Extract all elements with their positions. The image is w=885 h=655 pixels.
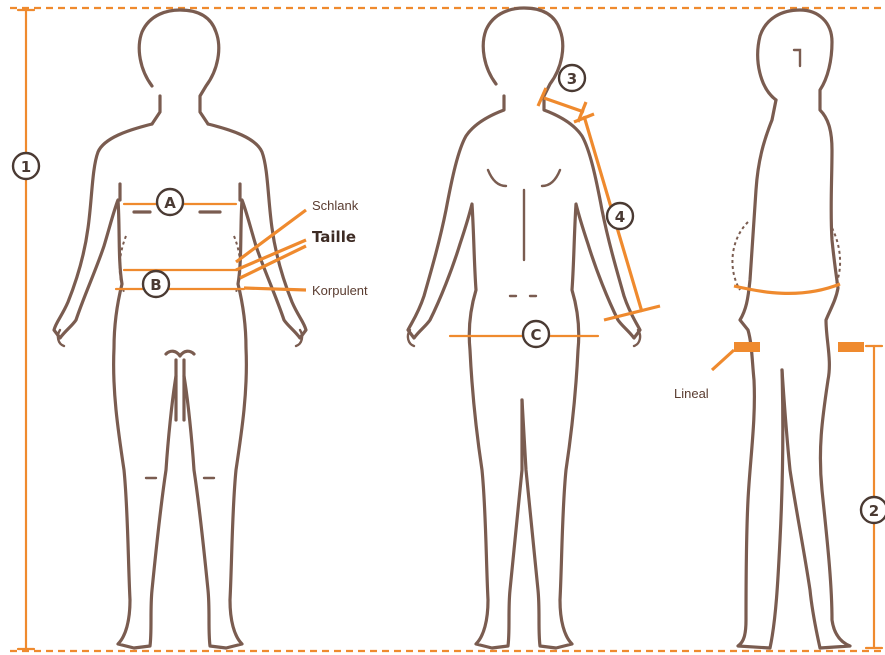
badge-a: A: [157, 189, 183, 215]
lineal-right-block: [838, 342, 864, 352]
side-figure: [732, 10, 850, 648]
badge-b: B: [143, 271, 169, 297]
badge-3-text: 3: [567, 70, 577, 88]
badge-3: 3: [559, 65, 585, 91]
lineal-label: Lineal: [674, 386, 709, 401]
badge-2: 2: [861, 497, 885, 523]
lineal-leader: [712, 350, 734, 370]
badge-1: 1: [13, 153, 39, 179]
schlank-label: Schlank: [312, 198, 359, 213]
total-height-dimension: [10, 8, 885, 651]
badge-c-text: C: [530, 326, 541, 344]
badge-4: 4: [607, 203, 633, 229]
badge-4-text: 4: [615, 208, 625, 226]
taille-label: Taille: [312, 228, 356, 246]
badge-c: C: [523, 321, 549, 347]
korpulent-label: Korpulent: [312, 283, 368, 298]
lineal-left-block: [734, 342, 760, 352]
badge-b-text: B: [150, 276, 161, 294]
korpulent-leader: [244, 288, 306, 290]
front-figure: [54, 10, 306, 648]
shoulder-line: [544, 98, 584, 112]
side-measurements: [712, 284, 882, 648]
badge-a-text: A: [164, 194, 176, 212]
badge-2-text: 2: [869, 502, 879, 520]
badge-1-text: 1: [21, 158, 31, 176]
